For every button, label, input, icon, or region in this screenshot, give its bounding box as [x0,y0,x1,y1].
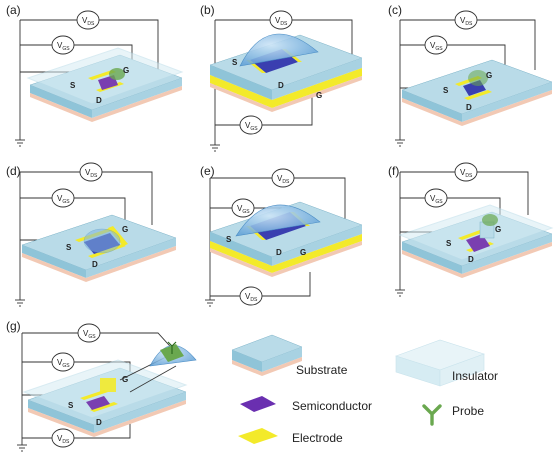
legend-label-electrode: Electrode [292,431,343,445]
source-label: S [68,401,74,410]
svg-text:VGS: VGS [237,204,250,215]
legend-electrode: Electrode [238,428,343,445]
gate-label: G [495,225,501,234]
drain-label: D [96,96,102,105]
ground-icon [205,299,215,307]
gate-label: G [300,248,306,257]
voltmeter-gs: VGS [239,115,263,135]
panel-e: (e) VDS VGS VDS [200,164,363,307]
voltmeter-gs: VGS [51,352,75,372]
voltmeter-back: VDS [239,286,263,306]
voltmeter-ds: VDS [454,162,478,182]
gate-label: G [316,91,322,100]
legend-label-substrate: Substrate [296,363,348,377]
legend: Substrate Insulator Semiconductor Probe … [231,334,498,445]
gate-label: G [486,71,492,80]
voltmeter-ds: VDS [271,168,295,188]
voltmeter-ds: VDS [79,162,103,182]
voltmeter-gs: VGS [424,35,448,55]
svg-text:VDS: VDS [460,16,473,27]
drain-label: D [468,255,474,264]
device-b [209,33,363,112]
voltmeter-ds: VDS [269,10,293,30]
gate-label: G [122,225,128,234]
panel-label-c: (c) [388,3,402,17]
device-e [209,201,363,277]
voltmeter-gs: VGS [51,188,75,208]
panel-g: (g) VGS VGS VDS [6,319,197,452]
source-label: S [66,243,72,252]
drain-label: D [92,260,98,269]
panel-label-f: (f) [388,164,399,178]
svg-text:VGS: VGS [83,329,96,340]
device-d [21,214,177,282]
panel-c: (c) VDS VGS S D G [388,3,553,147]
panel-b: (b) VDS VGS S D [200,3,363,152]
gate-label: G [123,66,129,75]
ground-icon [210,144,220,152]
legend-label-semiconductor: Semiconductor [292,399,372,413]
svg-text:VDS: VDS [57,434,70,445]
legend-substrate: Substrate [231,334,348,377]
voltmeter-ds: VDS [51,428,75,448]
svg-text:VDS: VDS [85,168,98,179]
panel-label-g: (g) [6,319,21,333]
source-label: S [232,58,238,67]
panel-f: (f) VDS VGS S [388,162,554,297]
svg-text:VGS: VGS [245,121,258,132]
panel-label-a: (a) [6,3,21,17]
legend-label-insulator: Insulator [452,369,498,383]
probe-droplet-inset [149,341,197,367]
voltmeter-gs: VGS [51,35,75,55]
device-a [26,47,184,122]
source-label: S [446,239,452,248]
ground-icon [395,289,405,297]
ground-icon [15,299,25,307]
panel-label-e: (e) [200,164,215,178]
svg-text:VGS: VGS [57,41,70,52]
source-label: S [443,86,449,95]
panel-d: (d) VDS VGS S D [6,162,177,307]
voltmeter-gs: VGS [424,188,448,208]
svg-text:VDS: VDS [277,174,290,185]
legend-label-probe: Probe [452,404,484,418]
svg-text:VGS: VGS [57,194,70,205]
device-c [401,59,553,126]
voltmeter-top: VGS [77,323,101,343]
ground-icon [15,139,25,147]
voltmeter-gs: VGS [231,198,255,218]
drain-label: D [466,103,472,112]
drain-label: D [278,81,284,90]
legend-insulator: Insulator [395,339,498,387]
svg-text:VGS: VGS [57,358,70,369]
ground-icon [17,444,27,452]
drain-label: D [276,248,282,257]
ground-icon [395,139,405,147]
voltmeter-ds: VDS [76,10,100,30]
device-g [22,355,188,437]
legend-semiconductor: Semiconductor [240,396,372,413]
legend-probe: Probe [422,404,484,426]
panel-a: (a) VDS VGS [6,3,184,147]
svg-text:VDS: VDS [275,16,288,27]
svg-text:VDS: VDS [460,168,473,179]
panel-label-d: (d) [6,164,21,178]
svg-text:VDS: VDS [82,16,95,27]
drain-label: D [96,418,102,427]
gate-label: G [122,375,128,384]
panel-label-b: (b) [200,3,215,17]
voltmeter-ds: VDS [454,10,478,30]
svg-text:VDS: VDS [245,292,258,303]
device-f [398,204,554,278]
source-label: S [70,81,76,90]
svg-text:VGS: VGS [430,41,443,52]
source-label: S [226,235,232,244]
svg-text:VGS: VGS [430,194,443,205]
